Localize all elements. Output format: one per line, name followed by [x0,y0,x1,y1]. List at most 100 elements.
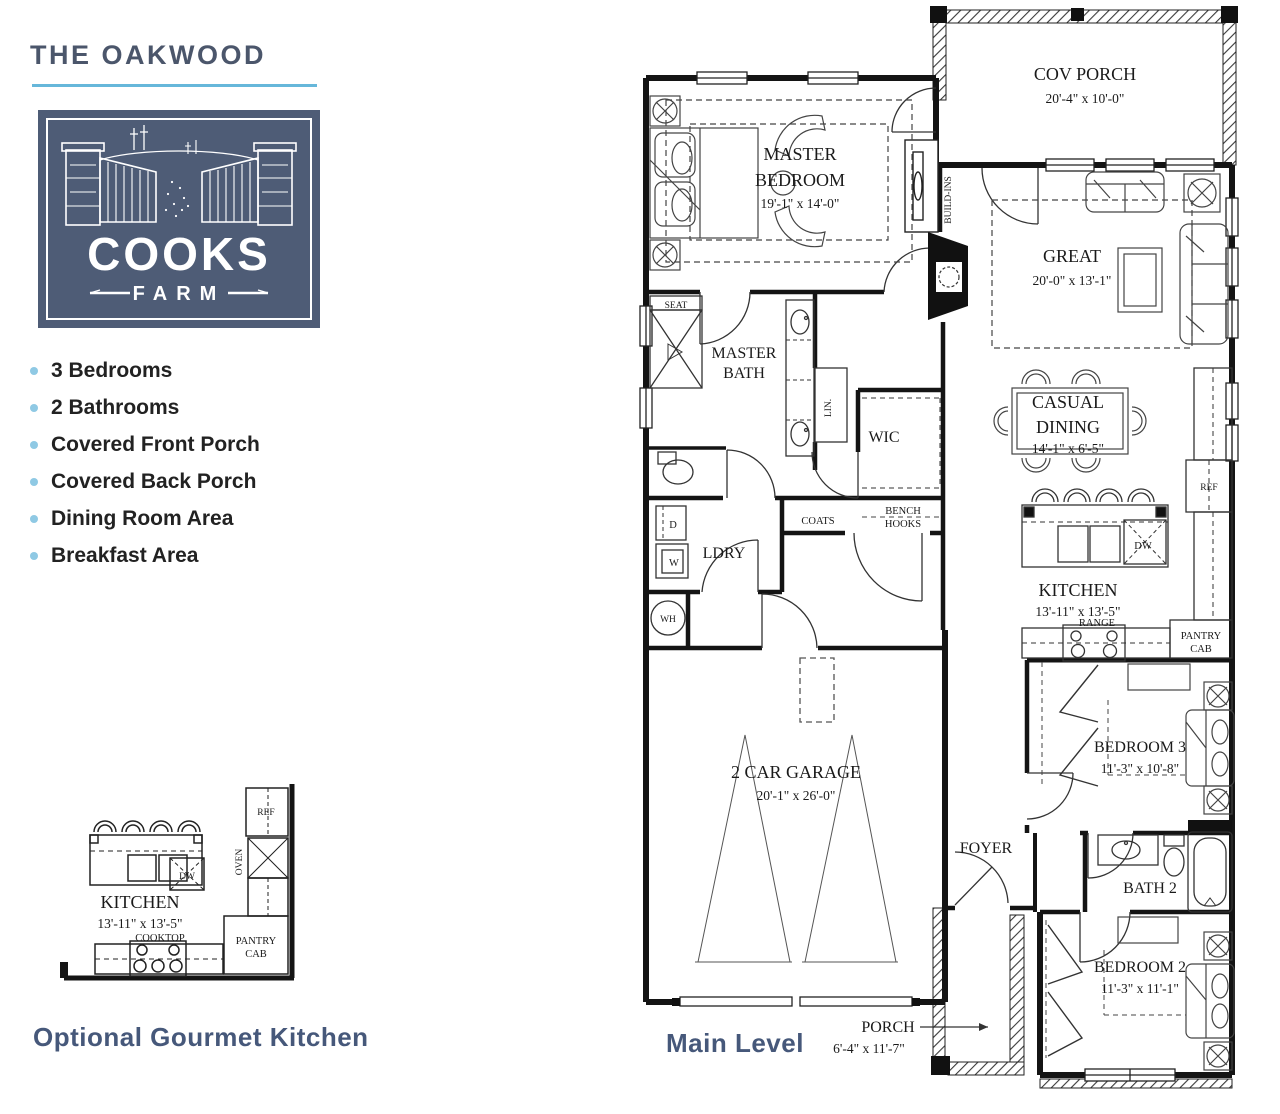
bath2-label: BATH 2 [1123,880,1177,897]
doors [699,87,1134,963]
gate-icon [61,125,297,226]
bedroom3-label: BEDROOM 3 [1094,739,1186,756]
nightstand-lamp-icon [1203,681,1233,711]
island [89,820,205,891]
coats-label: COATS [801,516,834,527]
washer-label: W [669,558,679,569]
feature-label: Dining Room Area [51,506,234,530]
master-bedroom-label: MASTER [763,144,836,164]
logo-brand-sub: FARM [133,283,226,305]
kitchen-label: KITCHEN [1039,580,1118,600]
feature-label: Covered Back Porch [51,469,257,493]
porch-dims: 6'-4" x 11'-7" [833,1041,905,1056]
feature-label: Breakfast Area [51,543,199,567]
garage-dims: 20'-1" x 26'-0" [757,788,836,803]
seat-label: SEAT [665,301,688,311]
master-bedroom-label-2: BEDROOM [755,170,845,190]
dw-label: DW [179,872,195,882]
master-bath-label-2: BATH [723,365,765,382]
feature-list: 3 Bedrooms 2 Bathrooms Covered Front Por… [30,352,360,574]
feature-item: Covered Back Porch [30,463,360,500]
nightstand-lamp-icon [649,239,681,271]
garage-markings [695,657,898,963]
master-bath-label: MASTER [712,345,777,362]
bedroom2-furniture [1045,916,1235,1071]
nightstand-lamp-icon [1203,1041,1233,1071]
hatched-walls [930,6,1238,1089]
build-ins [904,139,939,233]
logo-brand: COOKS [87,228,271,280]
kitchen-fixtures [1021,367,1233,662]
feature-item: Breakfast Area [30,537,360,574]
laundry-label: LDRY [703,545,746,562]
windows [639,71,1239,1082]
corner-table-lamp-icon [1183,173,1221,213]
feature-item: Covered Front Porch [30,426,360,463]
casual-dining-label: CASUAL [1032,392,1104,412]
master-bath-fixtures [649,295,941,489]
oven-label: OVEN [235,849,245,876]
fireplace [928,232,968,320]
bullet-icon [30,514,38,523]
bath2-fixtures [1097,820,1233,913]
optional-kitchen-dims: 13'-11" x 13'-5" [97,916,182,931]
feature-label: 3 Bedrooms [51,358,173,382]
pantry-label: PANTRY [236,936,277,947]
casual-dining-dims: 14'-1" x 6'-5" [1032,441,1104,456]
dw-label: DW [1134,541,1152,552]
optional-kitchen-detail: DW REF OVEN PANTRY CAB [60,784,295,981]
bullet-icon [30,366,38,375]
cooktop-counter [94,940,224,977]
bullet-icon [30,477,38,486]
optional-kitchen-caption: Optional Gourmet Kitchen [33,1022,369,1052]
ref-label: REF [1200,483,1217,493]
dryer-label: D [669,520,677,531]
cov-porch-dims: 20'-4" x 10'-0" [1046,91,1125,106]
appliance-column [223,787,289,975]
toilet-icon [657,451,694,485]
feature-label: Covered Front Porch [51,432,260,456]
casual-dining-label-2: DINING [1036,417,1100,437]
bench-hooks-label-2: HOOKS [885,519,921,530]
master-bedroom-furniture [649,95,913,271]
laundry-fixtures [650,505,689,636]
feature-label: 2 Bathrooms [51,395,180,419]
logo-art: COOKS FARM [38,110,320,328]
master-bedroom-dims: 19'-1" x 14'-0" [761,196,840,211]
bullet-icon [30,440,38,449]
title-underline [32,84,317,87]
dining-furniture [993,369,1147,473]
cooktop-label: COOKTOP [135,933,185,944]
range-label: RANGE [1079,618,1115,629]
porch-label: PORCH [861,1019,915,1036]
bedroom3-dims: 11'-3" x 10'-8" [1101,761,1179,776]
pantry-cab-label-2: CAB [1190,644,1212,655]
feature-item: 2 Bathrooms [30,389,360,426]
page-title: THE OAKWOOD [30,40,266,70]
kitchen-dims: 13'-11" x 13'-5" [1035,604,1120,619]
pantry-label-2: CAB [245,949,267,960]
cooks-farm-logo: COOKS FARM [38,110,320,328]
wic-label: WIC [868,429,899,446]
bullet-icon [30,403,38,412]
great-room-furniture [991,171,1229,349]
feature-item: 3 Bedrooms [30,352,360,389]
cov-porch-label: COV PORCH [1034,64,1136,84]
bedroom2-dims: 11'-3" x 11'-1" [1101,981,1179,996]
bedroom3-furniture [1041,662,1235,815]
linen-label: LIN. [824,399,834,417]
water-heater-label: WH [660,615,676,625]
great-room-label: GREAT [1043,246,1101,266]
main-level-caption: Main Level [666,1028,804,1058]
bench-hooks-label: BENCH [885,506,921,517]
build-ins-label: BUILD-INS [944,176,954,224]
pantry-cab-label: PANTRY [1181,631,1222,642]
nightstand-lamp-icon [1203,931,1233,961]
logo-flourish [89,289,269,295]
ref-label: REF [257,808,274,818]
foyer-label: FOYER [960,840,1013,857]
optional-kitchen-room-label: KITCHEN [101,892,180,912]
feature-item: Dining Room Area [30,500,360,537]
